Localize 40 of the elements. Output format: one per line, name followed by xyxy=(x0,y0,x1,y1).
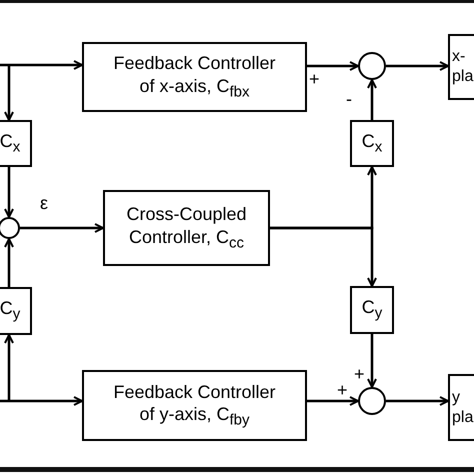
block-label: C$_{y}$ xyxy=(362,296,382,324)
block-box xyxy=(0,120,32,167)
edge-label: ε xyxy=(40,194,48,212)
sign-label: - xyxy=(346,90,352,108)
block-label: C$_{y}$ xyxy=(0,297,20,325)
arrow xyxy=(367,79,377,120)
block-box xyxy=(103,190,270,266)
block-box xyxy=(350,286,394,334)
arrow xyxy=(386,396,449,406)
arrow xyxy=(0,396,83,406)
summing-junction xyxy=(358,387,386,415)
sign-label: + xyxy=(354,365,365,383)
block-label: y pla xyxy=(452,388,474,428)
arrow xyxy=(367,334,377,388)
summing-junction xyxy=(0,217,20,239)
block-label: C$_{x}$ xyxy=(362,130,382,158)
sign-label: + xyxy=(309,70,320,88)
arrow xyxy=(270,226,377,287)
arrow xyxy=(4,167,14,218)
sign-label: + xyxy=(337,381,348,399)
block-box xyxy=(350,120,394,167)
arrow xyxy=(0,60,83,70)
block-box xyxy=(82,42,307,112)
block-label: Feedback Controller of x-axis, C$_{fbx}$ xyxy=(112,52,277,102)
arrow xyxy=(307,396,359,406)
plant-box xyxy=(448,34,474,100)
block-label: Feedback Controller of y-axis, C$_{fby}$ xyxy=(112,380,277,430)
arrow xyxy=(386,61,449,71)
block-label: C$_{x}$ xyxy=(0,130,20,158)
arrow xyxy=(307,61,359,71)
block-label: x- pla xyxy=(452,47,474,87)
arrow xyxy=(4,65,14,121)
summing-junction xyxy=(358,52,386,80)
arrow xyxy=(4,238,14,287)
arrow xyxy=(20,223,104,233)
block-box xyxy=(0,287,32,335)
block-label: Cross-Coupled Controller, C$_{cc}$ xyxy=(125,203,248,253)
block-box xyxy=(82,370,307,441)
arrow xyxy=(4,334,14,401)
plant-box xyxy=(448,374,474,441)
